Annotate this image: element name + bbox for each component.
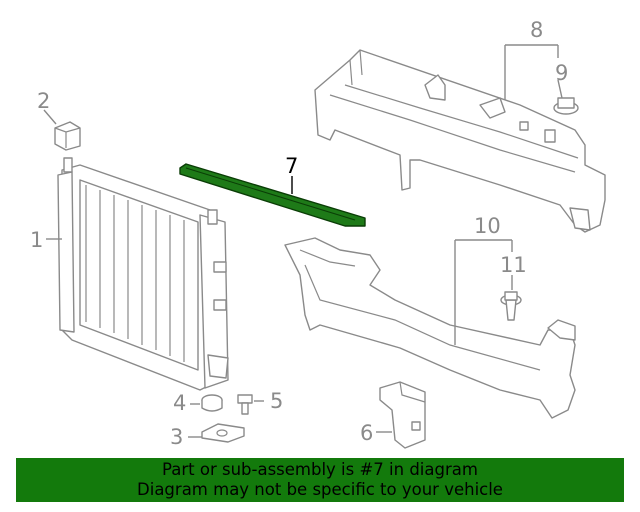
info-banner: Part or sub-assembly is #7 in diagram Di… — [16, 458, 624, 502]
parts-diagram: 1 2 3 4 5 6 7 8 9 10 11 — [30, 18, 606, 449]
callout-11: 11 — [500, 253, 527, 277]
callout-8: 8 — [530, 18, 543, 42]
callout-10: 10 — [474, 214, 501, 238]
banner-line-1: Part or sub-assembly is #7 in diagram — [162, 460, 478, 479]
svg-text:5: 5 — [270, 389, 283, 413]
grommet-part-4 — [201, 394, 223, 412]
svg-text:1: 1 — [30, 228, 43, 252]
callout-3: 3 — [170, 425, 183, 449]
callout-5: 5 — [270, 389, 283, 413]
svg-text:9: 9 — [555, 61, 568, 85]
svg-text:8: 8 — [530, 18, 543, 42]
bolt-part-11 — [500, 291, 522, 321]
svg-text:3: 3 — [170, 425, 183, 449]
callout-1: 1 — [30, 228, 43, 252]
callout-7: 7 — [285, 154, 298, 178]
upper-tie-bar-part-8 — [314, 49, 606, 233]
svg-text:7: 7 — [285, 154, 298, 178]
lower-support-part-10 — [284, 237, 576, 419]
bracket-part-6 — [379, 381, 426, 449]
bolt-part-5 — [237, 394, 253, 415]
callout-4: 4 — [173, 391, 186, 415]
svg-text:10: 10 — [474, 214, 501, 238]
svg-text:4: 4 — [173, 391, 186, 415]
leader-lines — [43, 44, 563, 438]
radiator — [57, 157, 229, 391]
svg-text:6: 6 — [360, 421, 373, 445]
bracket-part-2 — [54, 121, 81, 151]
callout-6: 6 — [360, 421, 373, 445]
callout-2: 2 — [37, 89, 50, 113]
banner-line-2: Diagram may not be specific to your vehi… — [137, 480, 503, 499]
svg-text:2: 2 — [37, 89, 50, 113]
pad-part-3 — [201, 423, 245, 443]
svg-text:11: 11 — [500, 253, 527, 277]
callout-9: 9 — [555, 61, 568, 85]
clip-part-9 — [553, 97, 579, 115]
upper-seal-part-7 — [179, 163, 366, 227]
